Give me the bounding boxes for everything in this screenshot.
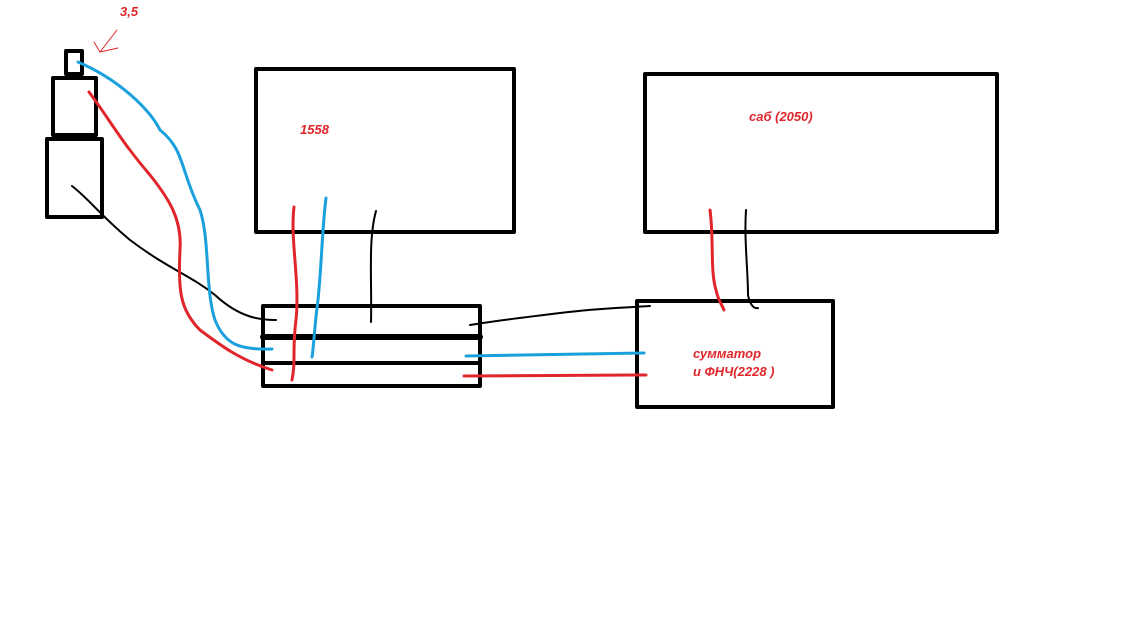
amp-1558-box xyxy=(254,67,516,234)
mixer-label-line2: и ФНЧ(2228 ) xyxy=(693,364,775,379)
wire-1558-black xyxy=(369,210,377,323)
pointer-arrow xyxy=(93,29,119,53)
wire-1558-red xyxy=(290,205,299,382)
wire-ground-to-mixer xyxy=(469,305,651,326)
wire-blue-to-mixer xyxy=(464,351,646,358)
wire-1558-blue xyxy=(310,196,328,359)
jack-label: 3,5 xyxy=(120,4,139,19)
wire-jack-left xyxy=(76,60,274,351)
jack-plug xyxy=(45,49,104,219)
sub-label: саб (2050) xyxy=(749,109,813,124)
wire-jack-right xyxy=(87,90,274,372)
wire-sub-black xyxy=(744,209,759,310)
sub-amp-box xyxy=(643,72,999,234)
wire-sub-red xyxy=(708,208,726,312)
wire-red-to-mixer xyxy=(462,373,648,378)
amp-1558-label: 1558 xyxy=(300,122,329,137)
mixer-label-line1: сумматор xyxy=(693,346,762,361)
